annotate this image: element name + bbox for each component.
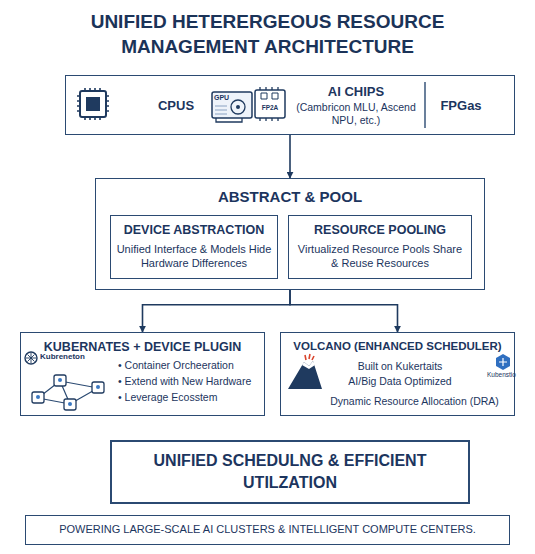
- diagram-title: UNIFIED HETERERGEOUS RESOURCE MANAGEMENT…: [48, 10, 488, 59]
- node-body: Dynamic Resource Allocation (DRA): [317, 395, 512, 408]
- icon-label: GPU: [214, 94, 229, 102]
- node-heading: VOLCANO (ENHANCED SCHEDULER): [284, 340, 511, 354]
- network-icon-part: [96, 385, 100, 389]
- kubernetes-logo: [25, 352, 37, 364]
- group-heading: ABSTRACT & POOL: [96, 188, 484, 206]
- icon-label: FP2A: [255, 104, 285, 111]
- process-box: DEVICE ABSTRACTION Unified Interface & Mo…: [110, 215, 278, 279]
- bullet-item: • Extend with New Hardware: [118, 375, 264, 388]
- network-icon-part: [36, 395, 40, 399]
- process-box: KUBERNATES + DEVICE PLUGIN• Container Or…: [20, 332, 265, 416]
- result-box: UNIFIED SCHEDULNG & EFFICIENT UTILZATION: [110, 440, 470, 504]
- cpu-icon: [77, 88, 109, 120]
- flow-arrow: [289, 135, 291, 178]
- volcano-icon-part: [302, 361, 315, 369]
- gpu-card-icon-part: [231, 100, 245, 114]
- node-text: UNIFIED SCHEDULNG & EFFICIENT UTILZATION: [122, 450, 458, 493]
- node-body: Unified Interface & Models Hide Hardware…: [115, 242, 273, 271]
- node-heading: CPUS: [146, 98, 206, 114]
- process-box: RESOURCE POOLING Virtualized Resource Poo…: [288, 215, 472, 279]
- kubernetes-logo-part: [25, 352, 37, 364]
- fpga-chip-icon: [255, 87, 285, 121]
- gpu-card-icon-part: [212, 92, 252, 118]
- node-body: Built on Kukertaits: [325, 360, 475, 373]
- volcano-icon: [288, 354, 322, 389]
- node-body: (Cambricon MLU, Ascend NPU, etc.): [288, 101, 424, 126]
- bullet-item: • Container Orcheeration: [118, 359, 264, 372]
- node-body: AI/Big Data Optimized: [325, 375, 475, 388]
- network-icon-part: [54, 375, 66, 386]
- cpu-icon-part: [86, 97, 100, 111]
- gpu-card-icon-part: [216, 118, 242, 122]
- caption-band: POWERING LARGE-SCALE AI CLUSTERS & INTEL…: [25, 515, 510, 545]
- node-heading: AI CHIPS: [288, 84, 424, 100]
- process-box: VOLCANO (ENHANCED SCHEDULER) Built on Kuk…: [280, 332, 515, 416]
- logo-label: Kubreneton: [40, 353, 85, 362]
- node-heading: RESOURCE POOLING: [293, 223, 467, 238]
- cpu-icon-part: [77, 88, 109, 120]
- logo-label: Kubenstio: [487, 371, 516, 378]
- title-area: UNIFIED HETERERGEOUS RESOURCE MANAGEMENT…: [0, 10, 535, 59]
- kubenstio-logo-part: [499, 358, 507, 366]
- node-text: POWERING LARGE-SCALE AI CLUSTERS & INTEL…: [59, 523, 476, 536]
- network-icon-part: [58, 378, 62, 382]
- hardware-box: CPUS AI CHIPS(Cambricon MLU, Ascend NPU, …: [65, 75, 515, 135]
- cpu-icon-part: [80, 91, 106, 117]
- gpu-card-icon-part: [236, 105, 240, 109]
- node-heading: DEVICE ABSTRACTION: [115, 223, 273, 238]
- network-icon-part: [68, 402, 72, 406]
- fpga-chip-icon-part: [255, 90, 285, 118]
- kubernetes-logo-part: [26, 353, 36, 363]
- network-icon: [32, 375, 104, 410]
- bullet-item: • Leverage Ecosstem: [118, 391, 264, 404]
- fpga-chip-icon-part: [261, 93, 278, 99]
- flow-arrow: [143, 290, 291, 332]
- gpu-card-icon-part: [215, 106, 227, 114]
- network-icon-part: [64, 399, 76, 410]
- gpu-card-icon: [212, 92, 252, 122]
- group-box: ABSTRACT & POOL DEVICE ABSTRACTION Unified…: [95, 178, 485, 290]
- kubenstio-logo-part: [496, 354, 510, 370]
- node-body: Virtualized Resource Pools Share & Reuse…: [293, 242, 467, 271]
- divider-line: [424, 82, 425, 128]
- network-icon-part: [32, 392, 44, 403]
- network-icon-part: [92, 382, 104, 393]
- node-heading: FPGas: [429, 98, 493, 114]
- volcano-icon-part: [305, 354, 314, 360]
- volcano-icon-part: [288, 361, 322, 389]
- kubenstio-logo: [496, 354, 510, 370]
- flow-arrow: [290, 290, 398, 332]
